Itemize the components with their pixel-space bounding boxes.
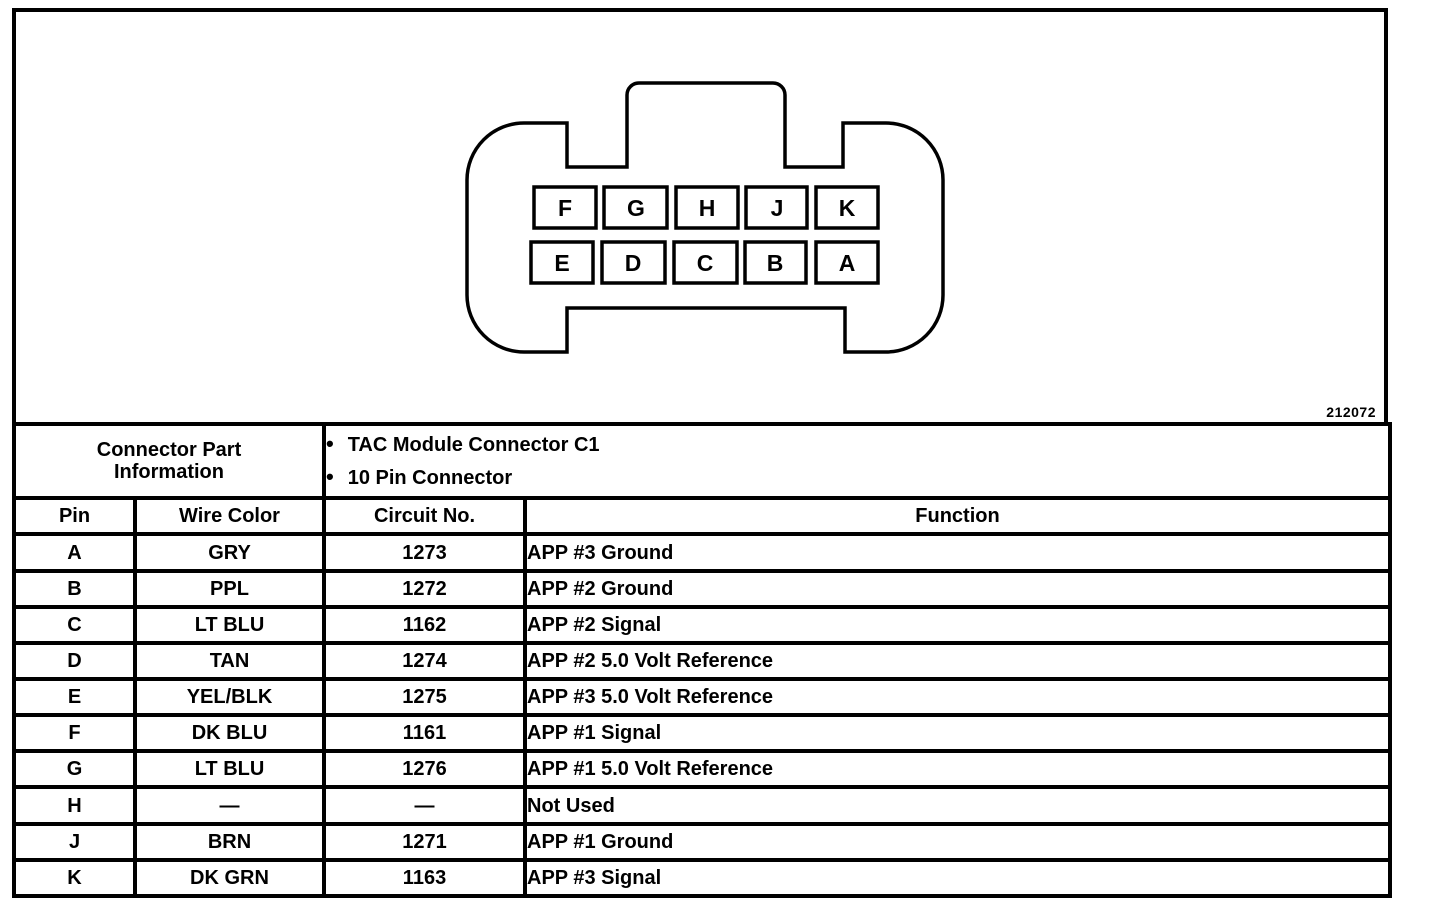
function-cell: APP #2 5.0 Volt Reference — [523, 640, 1392, 682]
connector-face-diagram: F G H J K E D C B A — [465, 81, 945, 354]
pin-cavity-g — [602, 185, 669, 230]
circuit-no-cell: 1161 — [322, 713, 527, 754]
pin-cavity-b — [743, 240, 808, 285]
circuit-no-cell: 1163 — [322, 857, 527, 899]
connector-pin-count: 10 Pin Connector — [347, 467, 513, 490]
column-header-row: Pin Wire Color Circuit No. Function — [12, 496, 1392, 537]
function-cell: APP #1 Signal — [523, 713, 1392, 754]
pin-label: K — [839, 195, 856, 221]
connector-part-info-cell: Connector Part Information — [12, 421, 326, 501]
wire-color-cell: GRY — [133, 532, 326, 573]
pin-cell: J — [12, 821, 137, 862]
pin-cavity-k — [814, 185, 880, 230]
row-pin-b: B PPL 1272 APP #2 Ground — [12, 568, 1392, 609]
circuit-no-cell: 1271 — [322, 821, 527, 862]
pin-cavity-c — [672, 240, 739, 285]
circuit-no-cell: 1276 — [322, 749, 527, 790]
connector-figure-frame: F G H J K E D C B A 212072 — [12, 8, 1388, 426]
circuit-no-cell: 1275 — [322, 677, 527, 718]
figure-number: 212072 — [1326, 404, 1376, 420]
pin-cavity-a — [814, 240, 880, 285]
pin-label: G — [627, 195, 645, 221]
pin-label: A — [839, 250, 856, 276]
wire-color-cell: BRN — [133, 821, 326, 862]
pin-cavity-h — [674, 185, 740, 230]
connector-description-cell: • TAC Module Connector C1 • 10 Pin Conne… — [322, 421, 1392, 501]
pin-cell: E — [12, 677, 137, 718]
connector-pin-count-line: • 10 Pin Connector — [326, 461, 1386, 494]
wire-color-cell: DK GRN — [133, 857, 326, 899]
pin-label: C — [697, 250, 714, 276]
pin-cavity-f — [532, 185, 598, 230]
function-cell: APP #3 Signal — [523, 857, 1392, 899]
connector-name-line: • TAC Module Connector C1 — [326, 428, 1386, 461]
pin-labels-bottom: E D C B A — [554, 250, 855, 276]
pinout-table: Connector Part Information • TAC Module … — [12, 421, 1392, 899]
pin-row-bottom — [529, 240, 880, 285]
function-cell: APP #1 5.0 Volt Reference — [523, 749, 1392, 790]
circuit-no-cell: — — [322, 785, 527, 826]
row-pin-j: J BRN 1271 APP #1 Ground — [12, 821, 1392, 862]
pin-cavity-e — [529, 240, 595, 285]
pin-label: J — [771, 195, 784, 221]
pin-row-top — [532, 185, 880, 230]
circuit-no-cell: 1273 — [322, 532, 527, 573]
bullet-icon: • — [326, 464, 334, 490]
wire-color-cell: YEL/BLK — [133, 677, 326, 718]
function-cell: APP #3 5.0 Volt Reference — [523, 677, 1392, 718]
connector-name: TAC Module Connector C1 — [347, 434, 600, 457]
circuit-no-cell: 1162 — [322, 604, 527, 645]
pin-label: F — [558, 195, 572, 221]
row-pin-a: A GRY 1273 APP #3 Ground — [12, 532, 1392, 573]
header-pin: Pin — [12, 496, 137, 537]
wire-color-cell: LT BLU — [133, 604, 326, 645]
row-pin-c: C LT BLU 1162 APP #2 Signal — [12, 604, 1392, 645]
row-pin-g: G LT BLU 1276 APP #1 5.0 Volt Reference — [12, 749, 1392, 790]
part-info-title-line2: Information — [114, 461, 224, 484]
header-function: Function — [523, 496, 1392, 537]
row-pin-f: F DK BLU 1161 APP #1 Signal — [12, 713, 1392, 754]
row-pin-d: D TAN 1274 APP #2 5.0 Volt Reference — [12, 640, 1392, 682]
function-cell: Not Used — [523, 785, 1392, 826]
pin-cell: K — [12, 857, 137, 899]
pin-cell: C — [12, 604, 137, 645]
pin-labels-top: F G H J K — [558, 195, 856, 221]
header-circuit-no: Circuit No. — [322, 496, 527, 537]
pin-cavity-d — [600, 240, 667, 285]
pin-cavity-j — [744, 185, 809, 230]
wire-color-cell: DK BLU — [133, 713, 326, 754]
row-pin-h: H — — Not Used — [12, 785, 1392, 826]
pin-label: B — [767, 250, 784, 276]
pin-label: H — [699, 195, 716, 221]
wire-color-cell: PPL — [133, 568, 326, 609]
function-cell: APP #2 Ground — [523, 568, 1392, 609]
function-cell: APP #2 Signal — [523, 604, 1392, 645]
row-pin-e: E YEL/BLK 1275 APP #3 5.0 Volt Reference — [12, 677, 1392, 718]
part-info-row: Connector Part Information • TAC Module … — [12, 421, 1392, 501]
pin-cell: B — [12, 568, 137, 609]
pin-cell: D — [12, 640, 137, 682]
pin-cell: H — [12, 785, 137, 826]
wire-color-cell: TAN — [133, 640, 326, 682]
header-wire-color: Wire Color — [133, 496, 326, 537]
row-pin-k: K DK GRN 1163 APP #3 Signal — [12, 857, 1392, 899]
bullet-icon: • — [326, 431, 334, 457]
wire-color-cell: — — [133, 785, 326, 826]
connector-outline — [465, 81, 945, 354]
circuit-no-cell: 1272 — [322, 568, 527, 609]
pin-cell: A — [12, 532, 137, 573]
pin-label: E — [554, 250, 569, 276]
part-info-title-line1: Connector Part — [96, 439, 242, 462]
function-cell: APP #3 Ground — [523, 532, 1392, 573]
pin-label: D — [625, 250, 642, 276]
pin-cell: G — [12, 749, 137, 790]
circuit-no-cell: 1274 — [322, 640, 527, 682]
pin-cell: F — [12, 713, 137, 754]
function-cell: APP #1 Ground — [523, 821, 1392, 862]
wire-color-cell: LT BLU — [133, 749, 326, 790]
